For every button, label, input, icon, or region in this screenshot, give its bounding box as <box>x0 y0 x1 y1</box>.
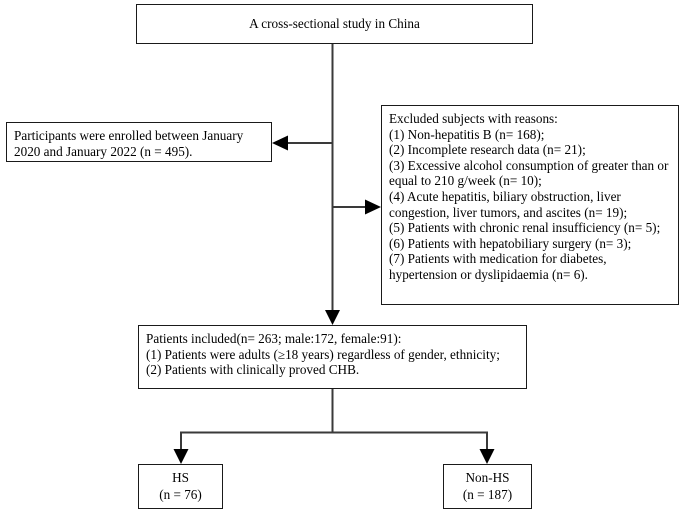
excluded-reason-4: (4) Acute hepatitis, biliary obstruction… <box>389 188 628 220</box>
enrolled-line-1: Participants were enrolled between Janua… <box>14 128 244 143</box>
excluded-reason-7: (7) Patients with medication for diabete… <box>389 251 607 282</box>
group-hs-count: (n = 76) <box>159 486 202 502</box>
excluded-heading: Excluded subjects with reasons: <box>389 111 558 126</box>
study-title-text: A cross-sectional study in China <box>249 16 420 32</box>
enrolled-participants-box: Participants were enrolled between Janua… <box>6 122 272 162</box>
excluded-reason-1: (1) Non-hepatitis B (n= 168); <box>389 126 545 142</box>
included-heading: Patients included(n= 263; male:172, fema… <box>146 331 402 346</box>
study-title-box: A cross-sectional study in China <box>136 4 533 44</box>
excluded-subjects-box: Excluded subjects with reasons: (1) Non-… <box>381 105 679 305</box>
group-hs-label: HS <box>172 470 189 485</box>
group-non-hs-label: Non-HS <box>465 470 510 485</box>
included-criterion-2: (2) Patients with clinically proved CHB. <box>146 362 360 378</box>
excluded-reason-3: (3) Excessive alcohol consumption of gre… <box>389 157 669 189</box>
patients-included-box: Patients included(n= 263; male:172, fema… <box>138 325 527 389</box>
excluded-reason-2: (2) Incomplete research data (n= 21); <box>389 142 586 158</box>
group-non-hs-count: (n = 187) <box>462 486 513 502</box>
excluded-reason-6: (6) Patients with hepatobiliary surgery … <box>389 235 632 251</box>
included-criterion-1: (1) Patients were adults (≥18 years) reg… <box>146 346 500 362</box>
group-non-hs-box: Non-HS (n = 187) <box>443 464 532 509</box>
excluded-reason-5: (5) Patients with chronic renal insuffic… <box>389 220 661 236</box>
group-hs-box: HS (n = 76) <box>138 464 223 509</box>
enrolled-line-2: 2020 and January 2022 (n = 495). <box>14 143 193 159</box>
